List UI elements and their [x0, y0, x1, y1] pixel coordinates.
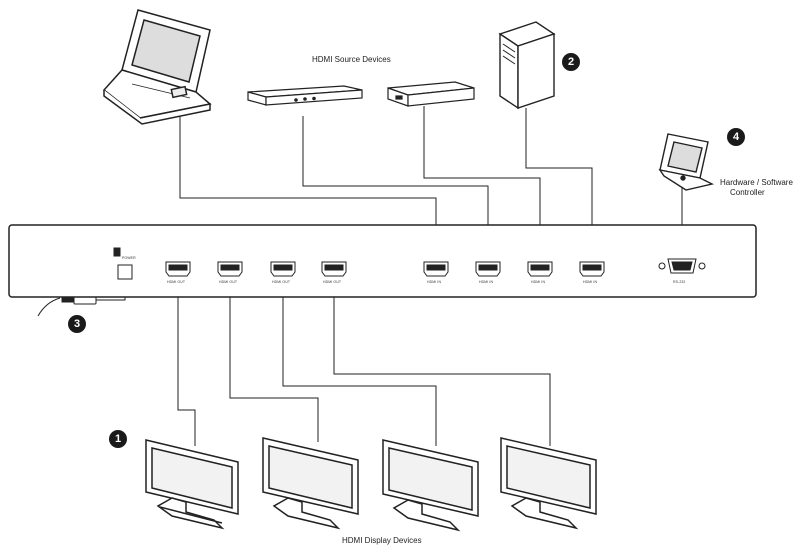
cable-display2: [229, 280, 319, 442]
callout-1: 1: [109, 430, 127, 448]
hdmi-in-port-3: [527, 261, 553, 277]
cable-player1: [302, 116, 489, 262]
hdmi-in-label-2: HDMI IN: [479, 280, 494, 284]
cable-display3: [282, 280, 437, 446]
hdmi-in-port-4: [579, 261, 605, 277]
cable-display1: [177, 280, 196, 446]
media-player-1-icon: [247, 85, 363, 106]
controller-label: Hardware / Software Controller: [720, 178, 793, 198]
hdmi-out-label-4: HDMI OUT: [323, 280, 342, 284]
rs232-port: [658, 258, 706, 274]
hdmi-matrix-switch: [8, 224, 757, 298]
hdmi-source-devices-label: HDMI Source Devices: [312, 55, 391, 64]
hdmi-out-port-3: [270, 261, 296, 277]
hdmi-in-label-1: HDMI IN: [427, 280, 442, 284]
display-4-icon: [500, 437, 597, 530]
callout-3: 3: [68, 315, 86, 333]
hdmi-in-label-4: HDMI IN: [583, 280, 598, 284]
hdmi-out-label-2: HDMI OUT: [219, 280, 238, 284]
callout-2: 2: [562, 53, 580, 71]
power-label: POWER: [122, 256, 136, 260]
display-3-icon: [382, 439, 479, 532]
cable-player2: [423, 106, 541, 262]
controller-icon: [658, 133, 715, 191]
cable-pc: [525, 108, 593, 262]
hdmi-out-port-4: [321, 261, 347, 277]
hdmi-display-devices-label: HDMI Display Devices: [342, 536, 422, 545]
hdmi-out-label-1: HDMI OUT: [167, 280, 186, 284]
display-2-icon: [262, 437, 359, 530]
media-player-2-icon: [387, 81, 475, 107]
controller-label-line1: Hardware / Software: [720, 178, 793, 187]
rs232-label: RS-232: [673, 280, 686, 284]
hdmi-in-port-1: [423, 261, 449, 277]
callout-4: 4: [727, 128, 745, 146]
pc-tower-icon: [498, 21, 556, 110]
hdmi-out-port-2: [217, 261, 243, 277]
hdmi-in-port-2: [475, 261, 501, 277]
hdmi-in-label-3: HDMI IN: [531, 280, 546, 284]
controller-label-line2: Controller: [730, 188, 765, 197]
cable-display4: [333, 280, 551, 446]
display-1-icon: [145, 439, 239, 530]
hdmi-out-label-3: HDMI OUT: [272, 280, 291, 284]
power-jack: [113, 247, 133, 280]
laptop-icon: [102, 9, 212, 125]
hdmi-out-port-1: [165, 261, 191, 277]
